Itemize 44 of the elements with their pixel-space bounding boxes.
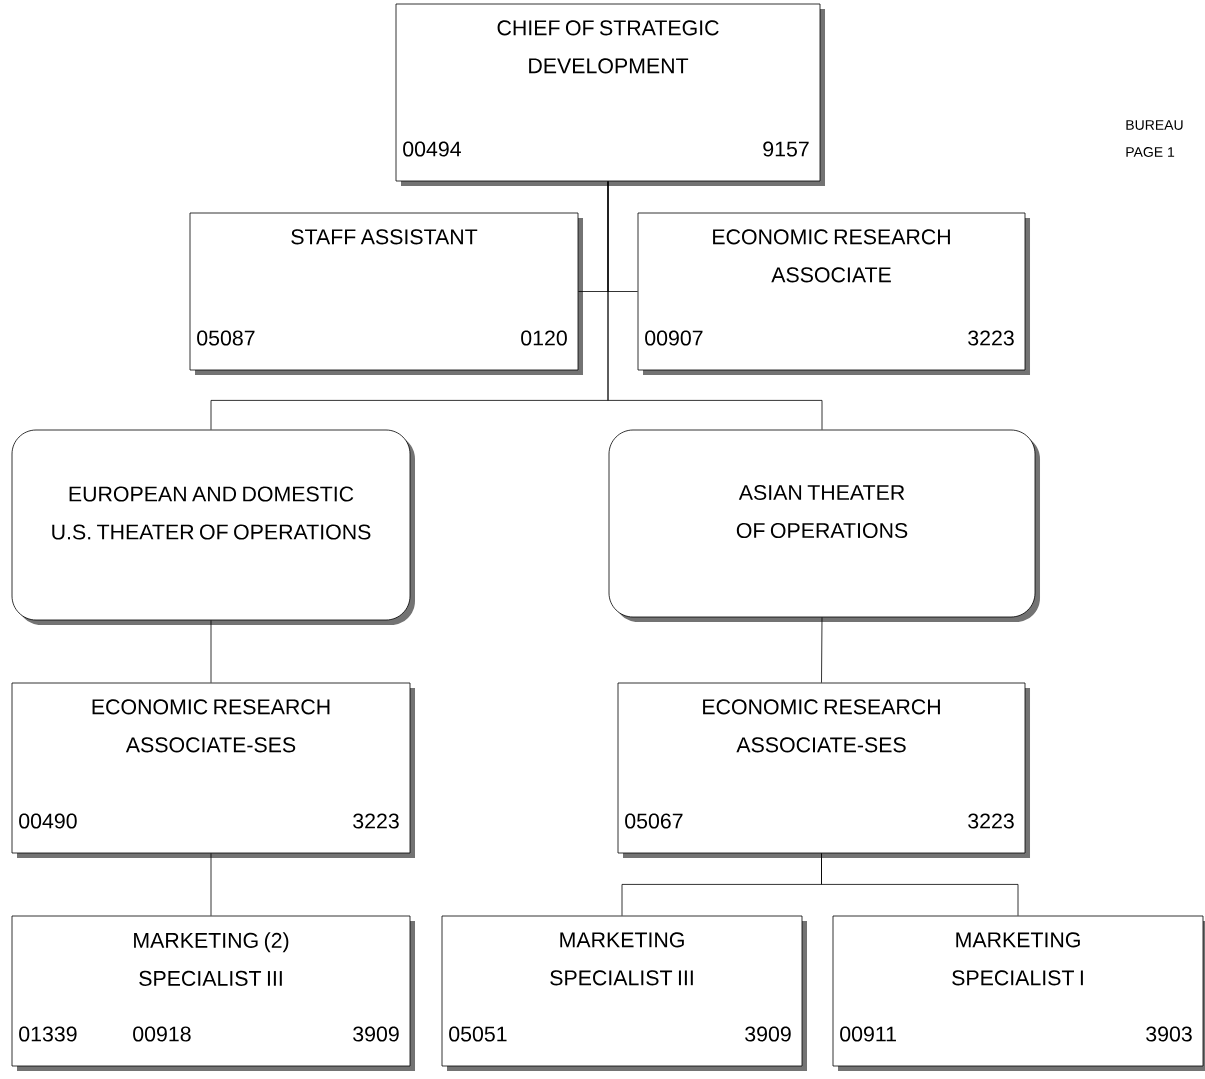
page-note: PAGE 1 [1126,147,1175,157]
position-box [11,682,415,858]
position-code: 9157 [763,141,809,157]
position-code: 3223 [968,330,1014,346]
unit-title: ASIAN THEATER OF OPERATIONS [736,484,908,539]
position-title: ECONOMIC RESEARCH ASSOCIATE-SES [703,699,940,753]
position-code: 00494 [403,141,461,157]
position-box [11,915,415,1071]
position-code: 3223 [968,813,1014,829]
position-title: ECONOMIC RESEARCH ASSOCIATE-SES [92,699,330,753]
position-code: 05087 [197,330,255,346]
position-title: CHIEF OF STRATEGIC DEVELOPMENT [497,20,719,74]
position-code: 0120 [521,330,567,346]
position-box [395,3,825,186]
position-code: 3223 [353,813,399,829]
position-code: 3909 [745,1026,791,1042]
connector-line [821,617,823,683]
connector-line [821,853,1019,916]
position-code: 3903 [1146,1026,1192,1042]
connector-line [210,853,212,916]
connector-line [210,620,212,683]
position-code: 00911 [840,1026,896,1042]
position-code: 3909 [353,1026,399,1042]
position-code: 00490 [19,813,77,829]
position-code: 01339 [19,1026,77,1042]
page-note: BUREAU [1126,120,1183,130]
position-code: 05067 [625,813,683,829]
position-box [189,212,583,375]
division-box [11,429,415,625]
position-title: STAFF ASSISTANT [291,229,478,245]
unit-title: EUROPEAN AND DOMESTIC U.S. THEATER OF OPERATIONS [52,486,371,540]
position-code: 00918 [133,1026,191,1042]
position-title: MARKETING SPECIALIST I [952,932,1083,986]
position-code: 00907 [645,330,703,346]
position-title: MARKETING (2) SPECIALIST III [134,932,289,986]
position-code: 05051 [449,1026,507,1042]
position-box [637,212,1030,375]
position-box [441,915,807,1071]
division-box [608,429,1040,622]
position-box [832,915,1205,1071]
position-title: ECONOMIC RESEARCH ASSOCIATE [713,229,950,283]
connector-line [607,181,823,430]
position-box [617,682,1030,858]
position-title: MARKETING SPECIALIST III [550,932,693,986]
